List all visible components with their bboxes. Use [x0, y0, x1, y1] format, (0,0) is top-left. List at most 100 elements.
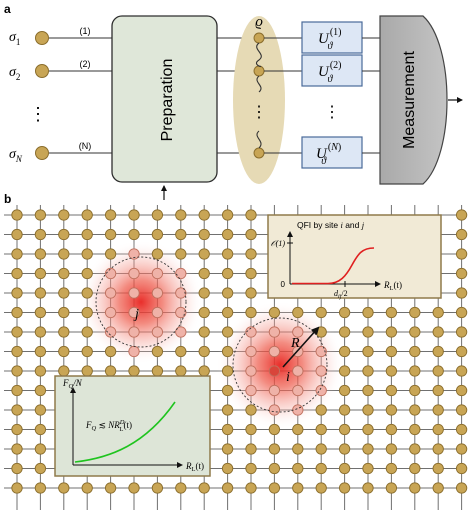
lattice-atom — [151, 482, 164, 494]
lattice-atom — [104, 326, 117, 338]
lattice-atom — [409, 482, 421, 494]
lattice-atom — [128, 209, 140, 221]
lattice-atom — [151, 365, 164, 377]
lattice-atom — [34, 209, 47, 221]
lattice-atom — [34, 423, 47, 436]
lattice-atom — [338, 306, 351, 319]
lattice-atom — [315, 462, 327, 475]
lattice-atom — [432, 482, 444, 494]
lattice-atom — [362, 462, 374, 475]
lattice-atom — [34, 462, 47, 475]
lattice-atom — [11, 345, 23, 358]
lattice-atom — [11, 209, 23, 221]
lattice-atom — [455, 228, 468, 241]
state-atom-2 — [253, 65, 265, 77]
state-atom-1 — [253, 32, 265, 44]
lattice-atom — [455, 365, 468, 377]
fq-inset-box — [54, 375, 211, 477]
lattice-atom — [128, 228, 140, 241]
lattice-atom — [432, 306, 444, 319]
lattice-atom — [128, 482, 140, 494]
lattice-atom — [175, 365, 187, 377]
panel-b-label: b — [4, 192, 11, 206]
qubit-n-label: σN — [9, 147, 23, 164]
lattice-atom — [81, 345, 93, 358]
lattice-atom — [81, 209, 93, 221]
lattice-atom — [315, 365, 327, 377]
qfi-inset: QFI by site i and j 𝒪(1) 0 dij/2 RL(t) — [267, 214, 442, 300]
lattice-atom — [268, 462, 281, 475]
lattice-atom — [315, 345, 327, 358]
lattice-atom — [385, 384, 398, 397]
entanglement-link-1 — [255, 42, 262, 68]
lattice-atom — [432, 365, 444, 377]
lattice-atom — [455, 443, 468, 455]
lattice-atom — [151, 306, 164, 319]
lattice-atom — [292, 462, 304, 475]
lattice-atom — [151, 287, 164, 299]
lattice-atom — [292, 404, 304, 416]
lattice-atom — [455, 287, 468, 299]
lattice-atom — [245, 267, 257, 280]
lattice-atom — [362, 365, 374, 377]
qubit-n-atom — [35, 146, 49, 160]
wire-n-label: (N) — [79, 141, 92, 151]
lattice-atom — [455, 423, 468, 436]
lattice-atom — [175, 248, 187, 260]
lattice-atom — [245, 287, 257, 299]
lattice-atom — [292, 326, 304, 338]
lattice-atom — [104, 482, 117, 494]
qubit-ellipsis: ⋮ — [29, 104, 47, 124]
lattice-atom — [34, 345, 47, 358]
lattice-atom — [245, 462, 257, 475]
lattice-atom — [128, 306, 140, 319]
light-cone-j — [95, 256, 187, 348]
lattice-atom — [34, 482, 47, 494]
lattice-atom — [268, 365, 281, 377]
lattice-atom — [268, 345, 281, 358]
lattice-atom — [11, 326, 23, 338]
lattice-atom — [58, 209, 70, 221]
unitary-ellipsis: ⋮ — [324, 104, 340, 121]
lattice-atom — [362, 423, 374, 436]
wire-1-label: (1) — [80, 26, 91, 36]
lattice-atom — [81, 228, 93, 241]
panel-b: b j i R QFI by site i and j 𝒪(1) 0 dij/2… — [4, 192, 468, 510]
lattice-atom — [198, 267, 210, 280]
lattice-atom — [245, 209, 257, 221]
lattice-atom — [11, 287, 23, 299]
lattice-atom — [432, 326, 444, 338]
lattice-atom — [175, 228, 187, 241]
unitary-1-box — [301, 21, 363, 54]
lattice-atom — [292, 365, 304, 377]
lattice-atom — [81, 306, 93, 319]
lattice-atom — [58, 482, 70, 494]
lattice-atom — [338, 345, 351, 358]
lattice-atom — [362, 404, 374, 416]
preparation-box — [111, 15, 218, 183]
lattice-atom — [338, 326, 351, 338]
lattice-atom — [81, 287, 93, 299]
lattice-atom — [175, 306, 187, 319]
lattice-atom — [362, 345, 374, 358]
lattice-atom — [245, 404, 257, 416]
lattice-atom — [455, 267, 468, 280]
state-symbol: ϱ — [255, 14, 263, 30]
preparation-label: Preparation — [159, 59, 176, 142]
lattice-atom — [245, 345, 257, 358]
lattice-atom — [58, 345, 70, 358]
lattice-atom — [221, 443, 234, 455]
lattice-atom — [385, 462, 398, 475]
lattice-atom — [221, 209, 234, 221]
lattice-atom — [455, 482, 468, 494]
lattice-atom — [221, 345, 234, 358]
lattice-atom — [221, 423, 234, 436]
lattice-atom — [104, 209, 117, 221]
fq-curve — [74, 401, 176, 463]
panel-a: a σ1 σ2 σN ⋮ (1) (2) (N) Preparation ϱ — [4, 2, 463, 200]
unitary-1-label: U(1)ϑ — [318, 27, 342, 52]
lattice-atom — [81, 365, 93, 377]
lattice-atom — [81, 248, 93, 260]
lattice-atom — [338, 404, 351, 416]
lattice-atom — [221, 267, 234, 280]
